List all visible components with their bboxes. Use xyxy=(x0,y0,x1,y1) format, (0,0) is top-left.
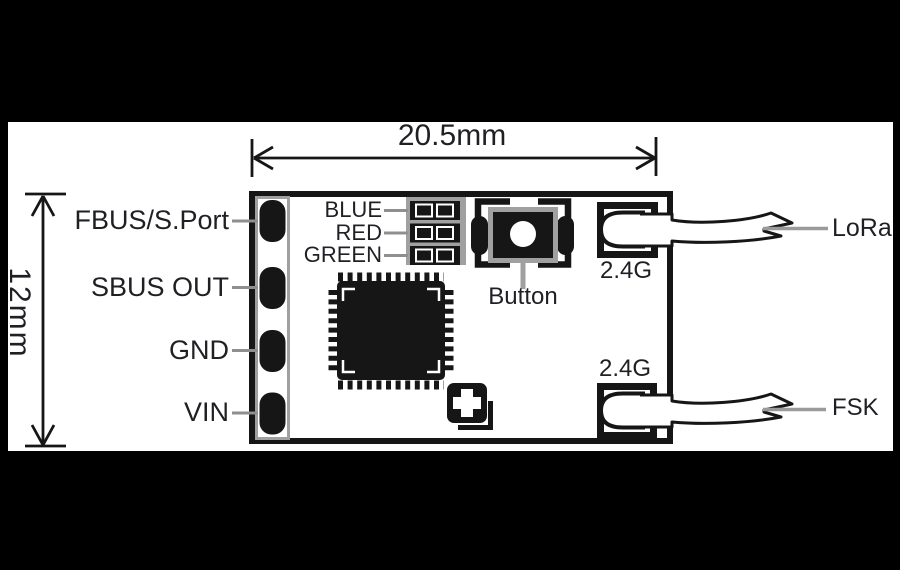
mcu-chip xyxy=(328,272,454,390)
letterbox-bottom xyxy=(0,451,900,570)
letterbox-left xyxy=(0,122,8,451)
pin-label-vin: VIN xyxy=(183,397,229,427)
pin-label-fbus-sport: FBUS/S.Port xyxy=(74,205,229,235)
letterbox-right xyxy=(893,122,900,451)
width-dimension xyxy=(250,137,658,177)
pin-pad-gnd xyxy=(259,330,286,372)
led-leader-lines xyxy=(384,209,408,257)
height-dimension-label: 12mm xyxy=(3,267,36,359)
arrowhead-right xyxy=(635,145,656,171)
height-dimension xyxy=(25,192,66,448)
letterbox-top xyxy=(0,0,900,122)
antenna2-wire-label: FSK xyxy=(832,394,879,421)
led-module xyxy=(406,197,466,265)
antenna1-freq-label: 2.4G xyxy=(599,257,653,284)
button-label: Button xyxy=(488,283,558,310)
ufl-plug xyxy=(598,210,645,249)
pin-pad-sbus xyxy=(259,267,286,309)
pin-pad-vin xyxy=(259,392,286,435)
ufl-plug xyxy=(598,391,645,430)
arrowhead-top xyxy=(30,195,56,217)
led-label-blue: BLUE xyxy=(324,197,382,222)
arrowhead-bottom xyxy=(30,424,56,446)
push-button xyxy=(471,198,574,289)
pin-label-sbus-out: SBUS OUT xyxy=(90,272,229,302)
pin-leader-lines xyxy=(232,219,258,415)
led-label-red: RED xyxy=(335,220,382,245)
width-dimension-label: 20.5mm xyxy=(397,119,507,152)
arrowhead-left xyxy=(253,145,274,171)
led-label-green: GREEN xyxy=(303,242,382,267)
pin-pad-fbus xyxy=(259,200,286,242)
antenna2-freq-label: 2.4G xyxy=(598,355,652,382)
pin-label-gnd: GND xyxy=(169,335,229,365)
button-plunger xyxy=(510,221,536,247)
fiducial-cross xyxy=(447,383,493,430)
antenna1-wire-label: LoRa xyxy=(832,214,892,242)
chip-corner-marks xyxy=(341,287,441,374)
